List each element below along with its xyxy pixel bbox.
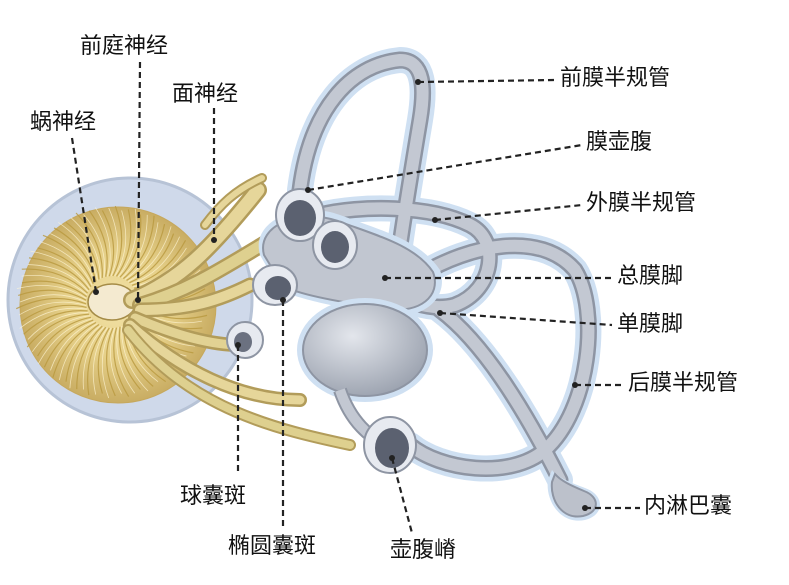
label-cochlear-nerve: 蜗神经 [30,110,97,135]
leader-ampullary-crest [390,457,414,534]
label-ampullary-crest: 壶腹嵴 [390,538,457,563]
leader-lateral-canal [434,203,583,222]
label-vestibular-nerve: 前庭神经 [80,34,169,59]
leader-lines [70,61,640,534]
leader-cochlear-nerve [70,137,98,293]
label-common-crus: 总膜脚 [617,264,684,289]
leader-ampulla [307,143,583,192]
label-lateral-canal: 外膜半规管 [586,191,697,216]
leader-anterior-canal [417,78,556,84]
label-endolymphatic-sac: 内淋巴囊 [644,494,733,519]
label-facial-nerve: 面神经 [172,82,239,107]
label-saccular-macula: 球囊斑 [180,484,247,509]
ampullae [226,188,417,474]
nerve-bundle [122,173,356,451]
leader-dots [93,79,588,511]
label-simple-crus: 单膜脚 [617,312,684,337]
leader-simple-crus [439,311,613,327]
label-ampulla: 膜壶腹 [586,130,653,155]
membranous-labyrinth [287,47,602,493]
label-posterior-canal: 后膜半规管 [628,371,739,396]
saccule [297,298,433,452]
label-utricular-macula: 椭圆囊斑 [228,534,317,559]
label-anterior-canal: 前膜半规管 [560,66,671,91]
endolymphatic-sac [547,470,600,521]
